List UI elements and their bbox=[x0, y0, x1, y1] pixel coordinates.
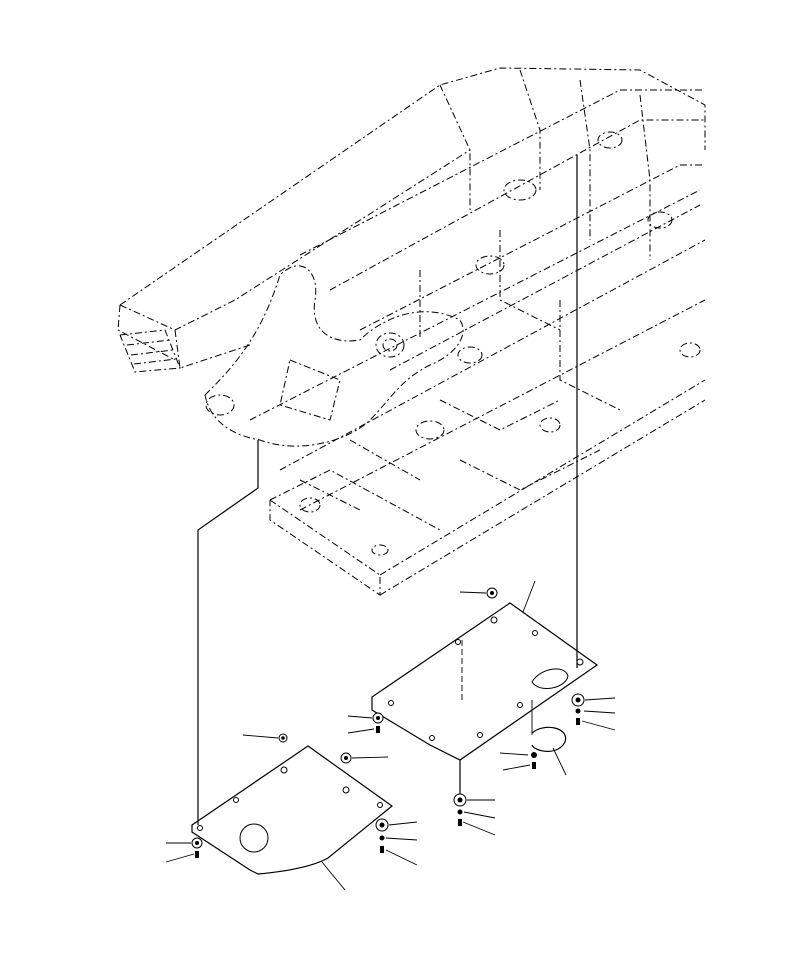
seal-ring bbox=[531, 700, 567, 752]
bolt-group-6 bbox=[278, 733, 288, 743]
bolt-group-2 bbox=[571, 693, 585, 725]
callout-leaders bbox=[165, 580, 616, 891]
bolt-group-9 bbox=[191, 837, 203, 858]
bolt-set bbox=[191, 587, 585, 858]
cover-plate-front bbox=[191, 745, 393, 875]
bolt-group-5 bbox=[453, 793, 467, 826]
alignment-lines bbox=[197, 155, 578, 825]
bolt-group-7 bbox=[340, 752, 352, 764]
frame-assembly bbox=[117, 67, 706, 596]
bolt-group-8 bbox=[375, 818, 389, 853]
bolt-group-3 bbox=[372, 712, 384, 733]
bolt-group-1 bbox=[486, 587, 498, 599]
bolt-group-4 bbox=[531, 752, 537, 769]
cover-plate-rear bbox=[371, 602, 599, 761]
